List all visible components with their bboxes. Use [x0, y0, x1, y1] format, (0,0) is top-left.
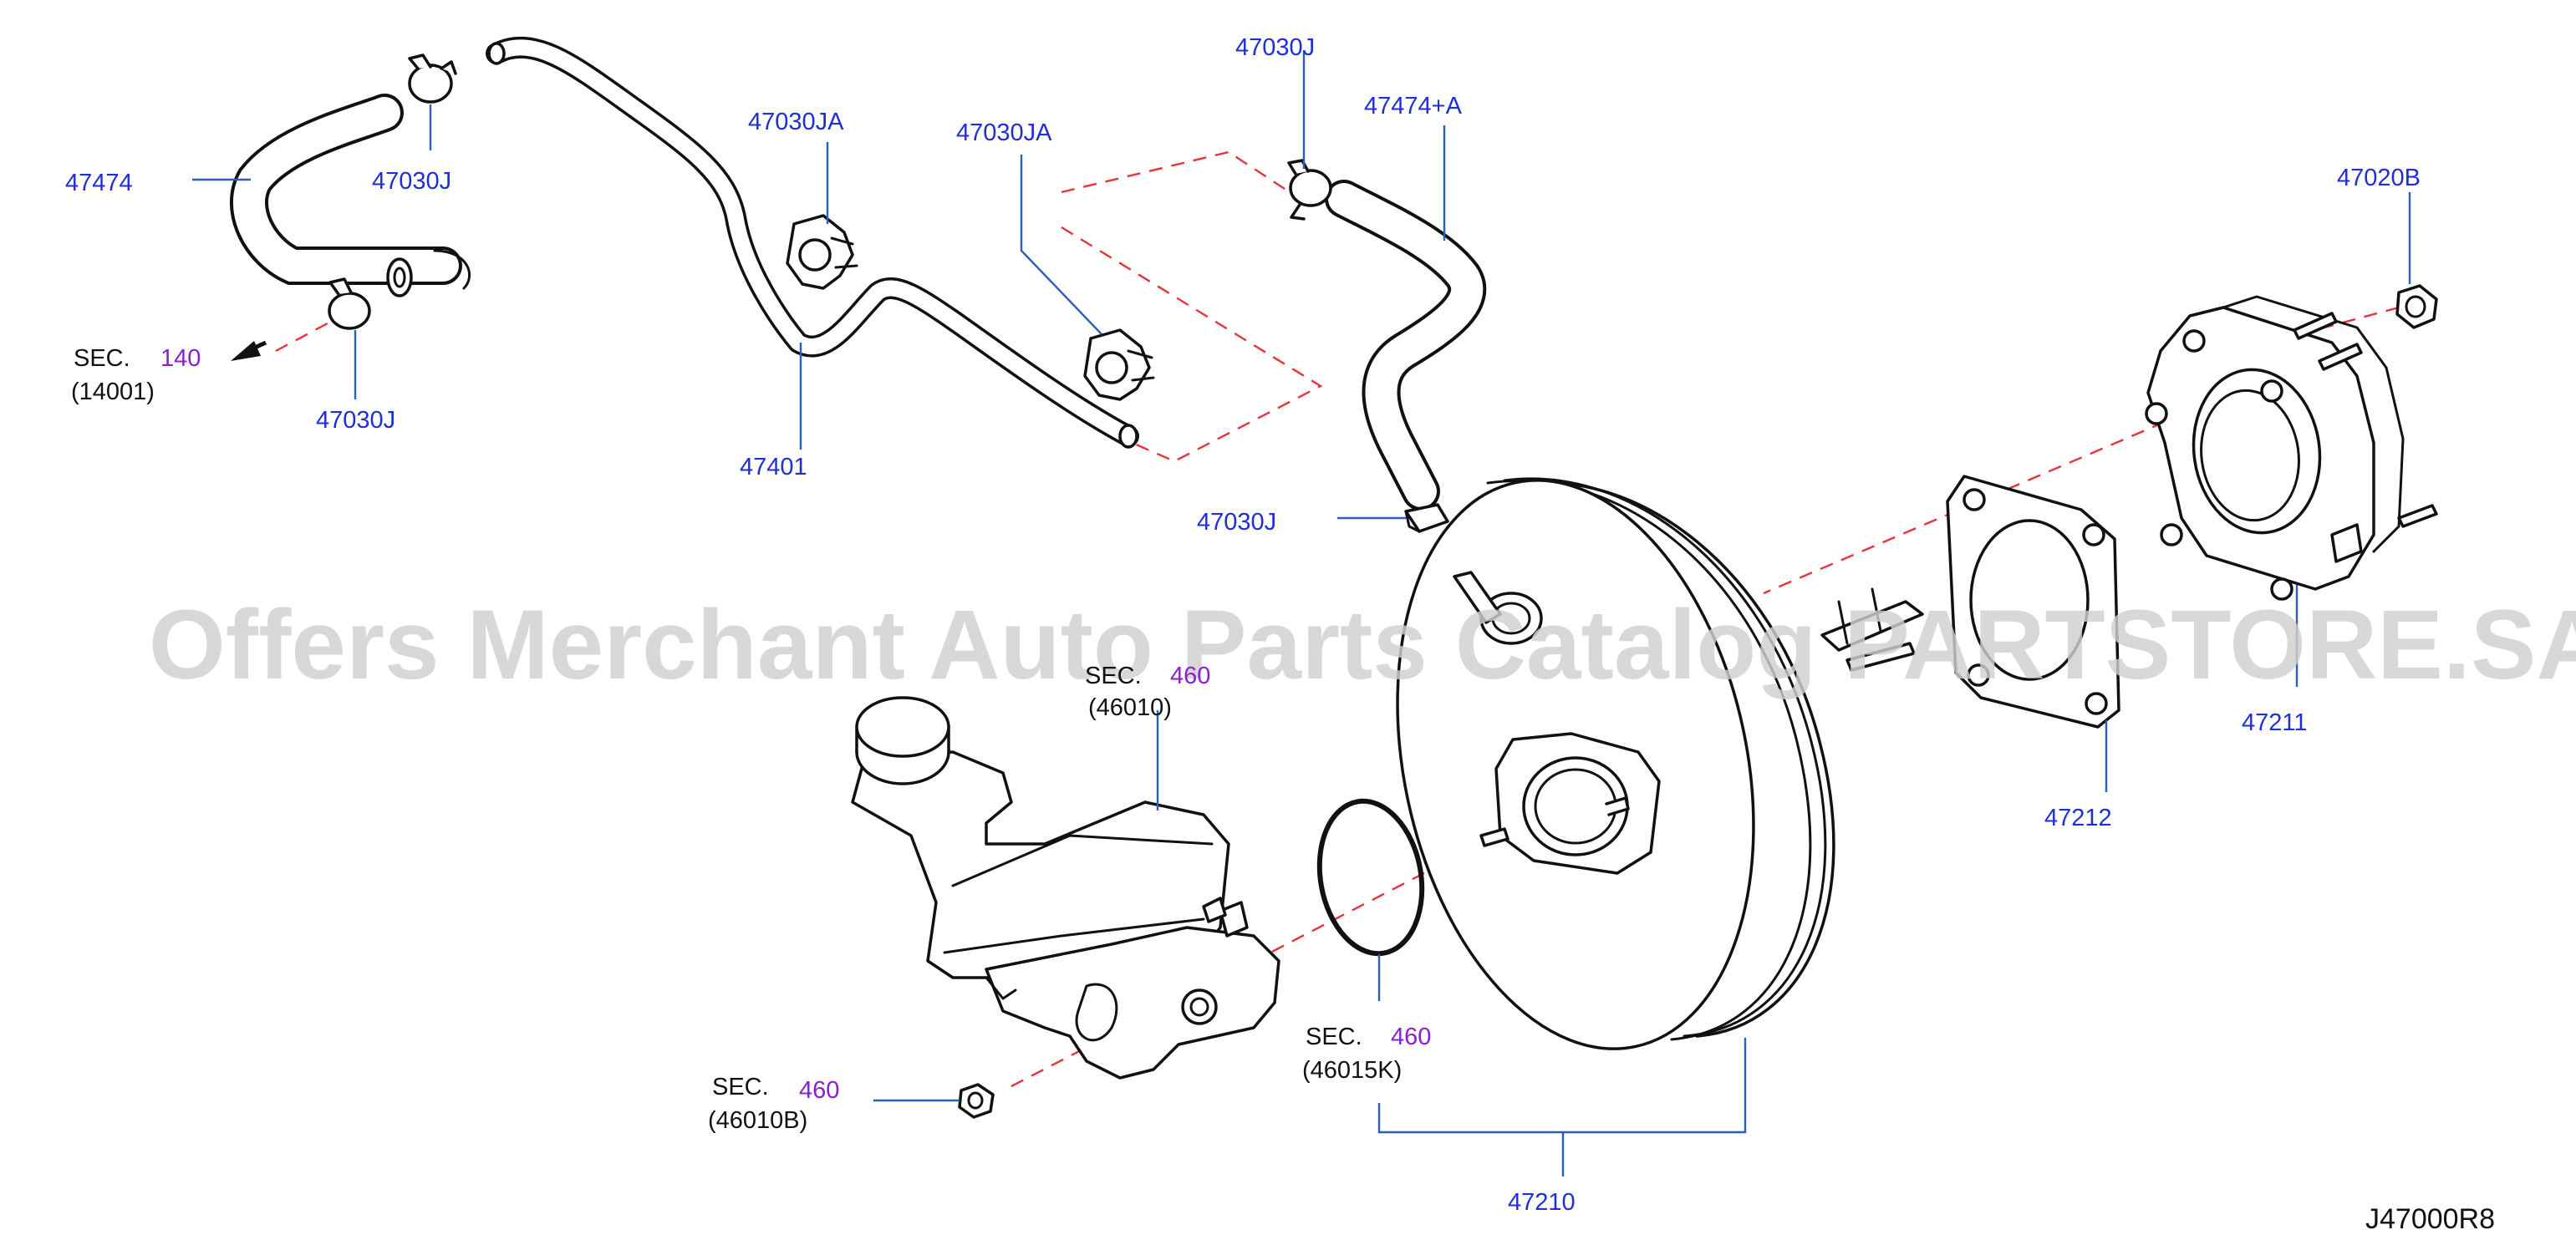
- part-labels: 47474 47030J 47030J 47401 47030JA 47030J…: [65, 34, 2421, 1216]
- label-47030j-center: 47030J: [1197, 509, 1276, 536]
- watermark-text: Offers Merchant Auto Parts Catalog PARTS…: [149, 590, 2576, 700]
- hose-clamp-bottom: [328, 277, 371, 330]
- master-cylinder: [851, 696, 1280, 1080]
- brake-booster: [1396, 477, 1924, 1050]
- label-47030ja-right: 47030JA: [956, 119, 1052, 146]
- mounting-plate-47211: [2145, 295, 2438, 601]
- sec-word: SEC.: [712, 1074, 769, 1100]
- section-ref-460-o-ring[interactable]: SEC. 460 (46015K): [1302, 1024, 1431, 1084]
- section-ref-460-master-cylinder[interactable]: SEC. 460 (46010): [1085, 663, 1210, 721]
- sec-reference: (46010): [1088, 694, 1172, 721]
- section-ref-460-nut[interactable]: SEC. 460 (46010B): [708, 1074, 839, 1134]
- vacuum-tube-47401: [486, 36, 1139, 449]
- sec-word: SEC.: [1085, 663, 1142, 689]
- flange-nut-46010b: [958, 1083, 995, 1119]
- sec-word: SEC.: [1306, 1024, 1362, 1050]
- label-47474: 47474: [65, 170, 133, 196]
- sec-number: 140: [160, 345, 201, 372]
- diagram-code: J47000R8: [2365, 1203, 2495, 1235]
- label-47212: 47212: [2044, 805, 2112, 831]
- o-ring: [1316, 798, 1425, 957]
- section-ref-140[interactable]: SEC. 140 (14001): [71, 345, 201, 405]
- label-47030j-top: 47030J: [372, 168, 451, 195]
- hose-47474: [230, 94, 471, 297]
- sec-reference: (46010B): [708, 1107, 807, 1134]
- tube-clip-right: [1083, 328, 1155, 401]
- label-47020b: 47020B: [2337, 165, 2421, 191]
- sec-number: 460: [1170, 663, 1210, 689]
- tube-clip-left: [786, 214, 858, 290]
- label-47211: 47211: [2242, 709, 2308, 736]
- hose-clamp-center-top: [1287, 159, 1332, 221]
- gasket-47212: [1946, 475, 2120, 729]
- label-47474a: 47474+A: [1364, 93, 1463, 119]
- label-47030ja-left: 47030JA: [748, 109, 844, 135]
- label-47030j-center-top: 47030J: [1235, 34, 1315, 61]
- hose-47474a: [1325, 180, 1487, 511]
- leader-lines: [192, 50, 2411, 1176]
- sec-number: 460: [799, 1077, 839, 1104]
- label-47030j-left: 47030J: [316, 407, 395, 434]
- nut-47020b: [2395, 284, 2438, 329]
- hose-clamp-center-bottom: [1404, 503, 1449, 533]
- sec-reference: (46015K): [1302, 1057, 1402, 1084]
- label-47210: 47210: [1508, 1189, 1576, 1216]
- sec-reference: (14001): [71, 379, 155, 405]
- direction-arrow: [231, 340, 267, 361]
- sec-number: 460: [1391, 1024, 1431, 1050]
- sec-word: SEC.: [74, 345, 130, 372]
- hose-clamp-top: [408, 53, 457, 104]
- label-47401: 47401: [740, 454, 807, 480]
